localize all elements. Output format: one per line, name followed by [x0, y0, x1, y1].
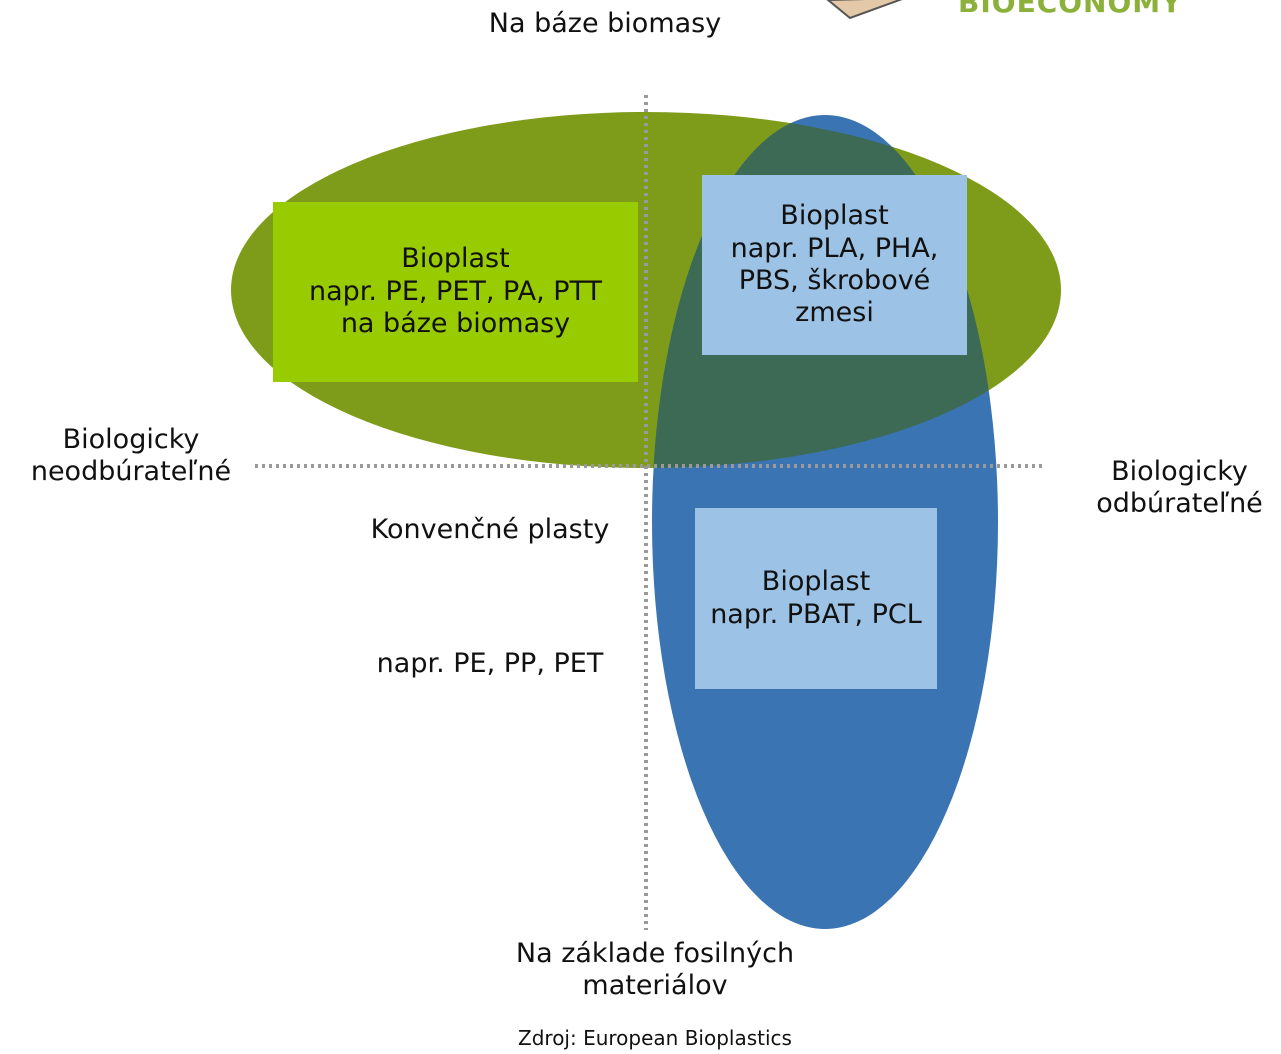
axis-right-label: Biologicky odbúrateľné: [1096, 456, 1263, 520]
fossil-biodegradable-box-label: Bioplast napr. PBAT, PCL: [710, 566, 922, 630]
logo-icon: [826, 0, 903, 20]
bio-biodegradable-box-label: Bioplast napr. PLA, PHA, PBS, škrobové z…: [730, 200, 939, 329]
bio-based-box: [273, 202, 638, 382]
axis-left-label: Biologicky neodbúrateľné: [30, 424, 232, 488]
logo-shape: [826, 0, 903, 20]
brand-text: BIOECONOMY: [958, 0, 1183, 19]
source-note: Zdroj: European Bioplastics: [518, 1026, 792, 1050]
bio-based-box-label: Bioplast napr. PE, PET, PA, PTT na báze …: [308, 243, 603, 340]
axis-bottom-label: Na základe fosilných materiálov: [515, 938, 795, 1002]
axis-top-label: Na báze biomasy: [488, 8, 722, 39]
conventional-plastics-examples: napr. PE, PP, PET: [376, 648, 604, 679]
bio-biodegradable-box: [702, 175, 967, 355]
conventional-plastics-title: Konvenčné plasty: [370, 514, 610, 545]
fossil-biodegradable-box: [695, 508, 937, 689]
